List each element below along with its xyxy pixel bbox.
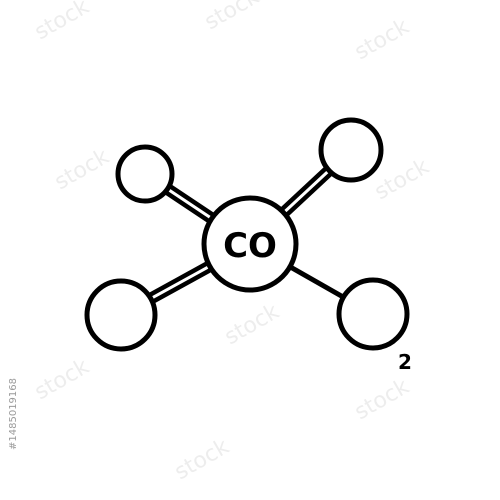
- atoms: [84, 117, 410, 352]
- watermark-text: stock: [221, 299, 284, 350]
- watermark-text: stock: [201, 0, 264, 35]
- atom-upper-left: [115, 144, 175, 204]
- watermark-text: stock: [51, 144, 114, 195]
- formula-subscript: 2: [398, 350, 412, 374]
- watermark-text: stock: [171, 434, 234, 485]
- atom-upper-right: [318, 117, 384, 183]
- atom-lower-right: [336, 277, 410, 351]
- watermark-text: stock: [31, 0, 94, 45]
- atom-center: [201, 195, 299, 293]
- watermark-text: stock: [351, 374, 414, 425]
- atom-lower-left: [84, 278, 158, 352]
- watermark-text: stock: [31, 354, 94, 405]
- side-stock-id: #1485019168: [8, 378, 19, 450]
- watermark-text: stock: [351, 14, 414, 65]
- center-formula-label: CO: [223, 226, 277, 266]
